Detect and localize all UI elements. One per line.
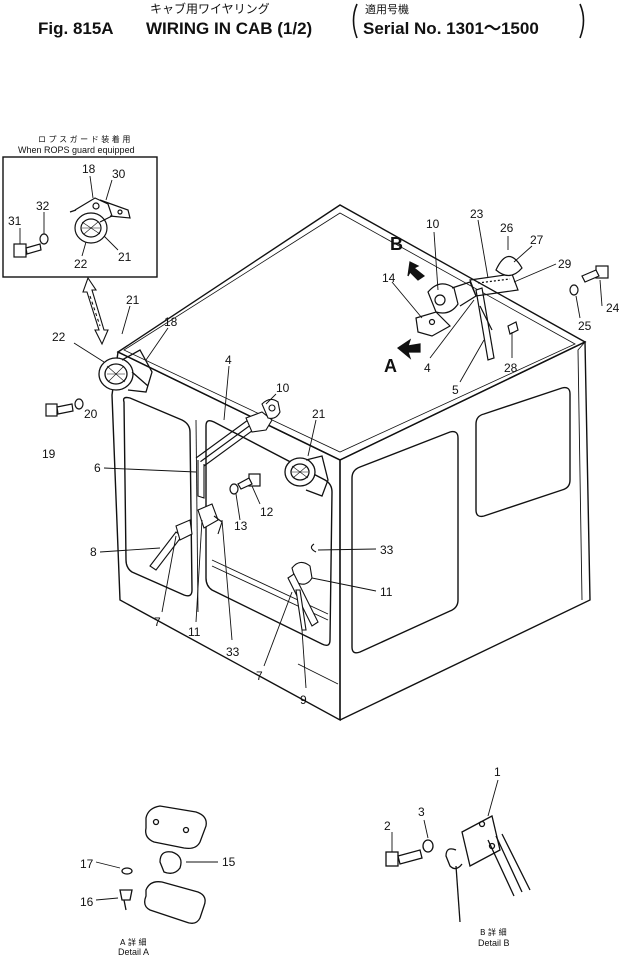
harness-front: [195, 398, 281, 499]
callout-31: 31: [8, 214, 22, 228]
horn-right: [284, 455, 329, 497]
callout-7: 7: [154, 615, 161, 629]
callout-18-inset: 18: [82, 162, 96, 176]
inset-frame: [2, 156, 158, 278]
callout-3: 3: [418, 805, 425, 819]
callout-1: 1: [494, 765, 501, 779]
callout-19: 19: [42, 447, 56, 461]
callout-22: 22: [52, 330, 66, 344]
callout-9: 9: [300, 693, 307, 707]
callout-12: 12: [260, 505, 274, 519]
detail-a-jp: A 詳 細: [120, 937, 147, 947]
callout-23: 23: [470, 207, 484, 221]
callout-17: 17: [80, 857, 94, 871]
callout-7b: 7: [256, 669, 263, 683]
header: キャブ用ワイヤリング 適用号機 Fig. 815A WIRING IN CAB …: [38, 1, 585, 39]
callout-21: 21: [126, 293, 140, 307]
callout-21-inset: 21: [118, 250, 132, 264]
callout-22-inset: 22: [74, 257, 88, 271]
inset-horn: [69, 197, 131, 244]
inset-arrow: [82, 276, 109, 346]
callout-28: 28: [504, 361, 518, 375]
applicable-jp: 適用号機: [365, 2, 409, 16]
callout-2: 2: [384, 819, 391, 833]
bolt-19: [45, 398, 84, 417]
callout-29: 29: [558, 257, 572, 271]
cab-body: [111, 204, 591, 722]
callout-6: 6: [94, 461, 101, 475]
inset-caption-jp: ロ プ ス ガ ー ド 装 着 用: [38, 134, 130, 144]
serial-range: Serial No. 1301～1500: [363, 19, 539, 38]
callout-14: 14: [382, 271, 396, 285]
callout-32: 32: [36, 199, 50, 213]
callout-5: 5: [452, 383, 459, 397]
callout-11b: 11: [380, 585, 393, 599]
callout-18: 18: [164, 315, 178, 329]
callout-21b: 21: [312, 407, 326, 421]
callout-11: 11: [188, 625, 201, 639]
figure-number: Fig. 815A: [38, 19, 114, 38]
callout-8: 8: [90, 545, 97, 559]
callout-15: 15: [222, 855, 236, 869]
rops-inset: ロ プ ス ガ ー ド 装 着 用 When ROPS guard equipp…: [2, 134, 158, 278]
callout-20: 20: [84, 407, 98, 421]
switch-left: [149, 503, 223, 571]
detail-b-label: Detail B: [478, 938, 510, 948]
detail-b-jp: B 詳 細: [480, 927, 507, 937]
figure-title: WIRING IN CAB (1/2): [146, 19, 312, 38]
callout-13: 13: [234, 519, 248, 533]
detail-b-drawing: [385, 815, 531, 923]
bolt-12: [229, 473, 261, 495]
view-arrow-a: A: [384, 356, 397, 376]
callout-16: 16: [80, 895, 94, 909]
callout-10: 10: [276, 381, 290, 395]
callout-33: 33: [226, 645, 240, 659]
callout-33b: 33: [380, 543, 394, 557]
callout-25: 25: [578, 319, 592, 333]
detail-a-label: Detail A: [118, 947, 149, 957]
inset-bolt: [13, 233, 49, 258]
callout-10b: 10: [426, 217, 440, 231]
callout-24: 24: [606, 301, 620, 315]
callout-27: 27: [530, 233, 544, 247]
switch-right: [287, 543, 319, 631]
title-jp: キャブ用ワイヤリング: [150, 1, 270, 16]
detail-a-drawing: [119, 805, 207, 924]
view-arrow-b: B: [390, 234, 403, 254]
callout-26: 26: [500, 221, 514, 235]
callout-30: 30: [112, 167, 126, 181]
inset-caption-en: When ROPS guard equipped: [18, 145, 135, 155]
leader-lines: [73, 219, 603, 689]
callouts: 22 21 18 4 10 21 20 19 6 12 13 8 7 11 33…: [42, 207, 620, 909]
callout-4: 4: [225, 353, 232, 367]
horn-left: [98, 349, 153, 393]
callout-4b: 4: [424, 361, 431, 375]
